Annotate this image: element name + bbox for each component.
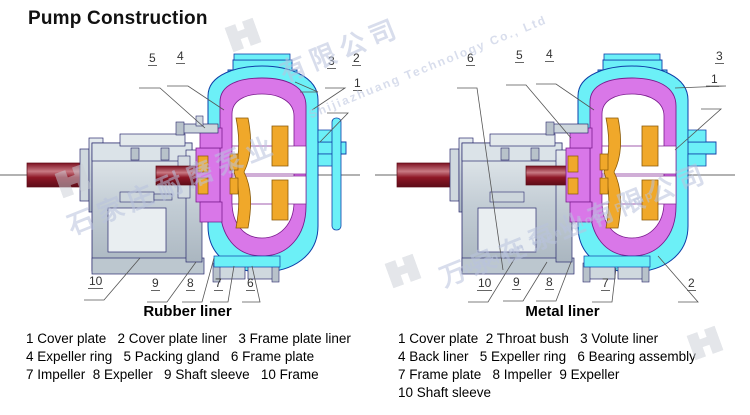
casing-foot	[583, 255, 651, 268]
grease-fitting	[119, 191, 155, 203]
callout-number: 6	[246, 276, 255, 291]
discharge-flange-plate	[233, 53, 291, 61]
discharge-flange-plate	[603, 53, 661, 61]
callout-number: 2	[687, 276, 696, 291]
expeller	[599, 153, 609, 195]
legend-line: 1 Cover plate 2 Throat bush 3 Volute lin…	[398, 331, 659, 346]
expeller	[229, 153, 239, 195]
gland-stud	[195, 115, 204, 127]
callout-number: 6	[466, 51, 475, 66]
callout-number: 2	[352, 51, 361, 66]
impeller-vane	[271, 125, 289, 221]
pump-cross-section-left	[0, 53, 360, 303]
impeller-group	[567, 117, 659, 229]
base-bolt-group	[582, 255, 651, 283]
page-title: Pump Construction	[28, 8, 208, 29]
callout-number: 3	[327, 54, 336, 69]
callout-number: 5	[515, 48, 524, 63]
base-bolt-right	[617, 265, 645, 280]
bearing-window	[107, 207, 167, 253]
leader-lines-left	[84, 81, 349, 303]
bearing-bolt-2	[160, 147, 170, 161]
legend-rubber-liner: 1 Cover plate 2 Cover plate liner 3 Fram…	[26, 330, 351, 384]
callout-number: 3	[715, 49, 724, 64]
callout-number: 10	[88, 274, 104, 289]
base-bolt-group	[212, 255, 281, 283]
drive-shaft-end	[396, 162, 453, 188]
legend-line: 10 Shaft sleeve	[398, 385, 492, 400]
legend-line: 4 Back liner 5 Expeller ring 6 Bearing a…	[398, 349, 696, 364]
callout-number: 9	[512, 275, 521, 290]
callout-number: 1	[710, 72, 719, 87]
bearing-bolt-1	[130, 147, 140, 161]
bearing-cover	[119, 133, 186, 147]
callout-number: 5	[148, 51, 157, 66]
bearing-assembly-group	[26, 133, 205, 275]
suction-inlet-neck	[687, 141, 717, 155]
packing-gland-group	[175, 115, 219, 136]
legend-line: 7 Impeller 8 Expeller 9 Shaft sleeve 10 …	[26, 367, 319, 382]
expeller-ring	[567, 155, 579, 195]
grease-nipple	[153, 193, 173, 201]
back-liner-wing	[569, 127, 593, 223]
caption-metal-liner: Metal liner	[525, 303, 600, 320]
legend-line: 7 Frame plate 8 Impeller 9 Expeller	[398, 367, 620, 382]
callout-number: 8	[186, 276, 195, 291]
shaft-collar	[449, 148, 460, 202]
callout-number: 10	[477, 276, 493, 291]
frame-base	[91, 257, 205, 275]
cover-plate-bolt	[331, 117, 342, 231]
packing-gland-group	[545, 121, 589, 136]
callout-number: 4	[176, 49, 185, 64]
shaft-collar	[79, 148, 90, 202]
callout-number: 1	[353, 76, 362, 91]
callout-number: 7	[214, 276, 223, 291]
caption-rubber-liner: Rubber liner	[143, 303, 232, 320]
callout-number: 4	[545, 47, 554, 62]
frame-base	[461, 257, 575, 275]
callout-number: 7	[601, 276, 610, 291]
pump-diagram-metal-liner	[375, 30, 750, 303]
impeller-group	[197, 117, 289, 229]
bearing-bolt-2	[530, 147, 540, 161]
drive-shaft-end	[26, 162, 83, 188]
bearing-assembly-group	[396, 133, 575, 275]
callout-number: 8	[545, 275, 554, 290]
casing-foot	[213, 255, 281, 268]
pump-cross-section-right	[375, 53, 735, 303]
legend-line: 4 Expeller ring 5 Packing gland 6 Frame …	[26, 349, 315, 364]
bearing-cover	[489, 133, 556, 147]
pump-diagram-rubber-liner	[0, 30, 375, 303]
callout-number: 9	[151, 276, 160, 291]
bearing-bolt-1	[500, 147, 510, 161]
impeller-vane	[641, 125, 659, 221]
legend-line: 1 Cover plate 2 Cover plate liner 3 Fram…	[26, 331, 351, 346]
bearing-window	[477, 207, 537, 253]
legend-metal-liner: 1 Cover plate 2 Throat bush 3 Volute lin…	[398, 330, 696, 402]
frame-plate-liner-wing	[199, 127, 223, 223]
gland-nut	[545, 121, 555, 136]
expeller-ring	[197, 155, 209, 195]
gland-nut	[175, 121, 185, 136]
packing-gland	[551, 123, 589, 134]
grease-fitting	[489, 191, 525, 203]
